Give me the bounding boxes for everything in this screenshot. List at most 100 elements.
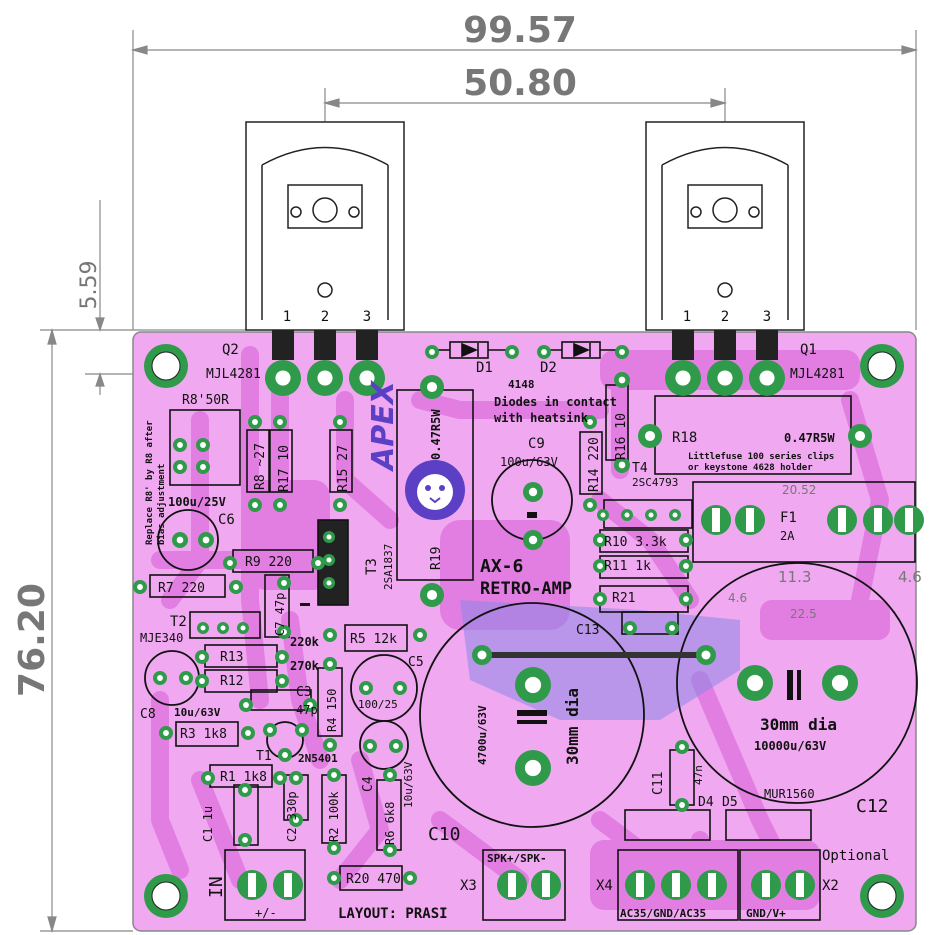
svg-text:3: 3 [763, 309, 771, 325]
r1-label: R1 1k8 [220, 770, 267, 785]
cap-dim-b: 4.6 [898, 568, 922, 586]
c4-value: 10u/63V [402, 761, 415, 808]
diodes-d1-d2 [435, 341, 620, 359]
r18-ref: R18 [672, 430, 697, 446]
c11-ref: C11 [651, 772, 666, 795]
r4-label: R4 150 [325, 689, 339, 732]
c3-ref: C3 [296, 685, 312, 700]
fuse-note-1: Littlefuse 100 series clips [688, 451, 834, 462]
pin-numbers: 1 2 3 1 2 3 [283, 309, 771, 325]
r3-label: R3 1k8 [180, 727, 227, 742]
diode-note-2: with heatsink [494, 411, 589, 425]
r13-ref: R13 [220, 650, 243, 665]
fuse-dim: 20.52 [782, 483, 816, 497]
r19-label: R19 [429, 547, 444, 570]
in-label: IN [206, 876, 227, 898]
board-subtitle: RETRO-AMP [480, 579, 572, 599]
r17-label: R17 10 [277, 445, 292, 492]
c9-value: 100u/63V [500, 455, 558, 469]
t2-part: MJE340 [140, 631, 183, 645]
q2-ref: Q2 [222, 342, 239, 358]
q2-package-outline [245, 121, 405, 331]
apex-lion-logo [405, 460, 465, 520]
x4-label: AC35/GND/AC35 [620, 907, 706, 920]
q1-ref: Q1 [800, 342, 817, 358]
c9-ref: C9 [528, 436, 545, 452]
c6-ref: C6 [218, 512, 235, 528]
d4-ref: D4 [698, 795, 714, 810]
c1-label: C1 1u [201, 806, 215, 842]
board-title: AX-6 [480, 556, 523, 577]
mounting-holes [144, 344, 904, 918]
q1-part: MJL4281 [790, 367, 845, 382]
r9-label: R9 220 [245, 555, 292, 570]
c12-ref: C12 [856, 796, 889, 817]
f1-value: 2A [780, 529, 795, 543]
d2-ref: D2 [540, 360, 557, 376]
fuse-note-2: or keystone 4628 holder [688, 463, 813, 473]
pads [133, 345, 924, 900]
r19-value: 0.47R5W [429, 409, 443, 460]
layout-credit: LAYOUT: PRASI [338, 906, 448, 922]
silk-labels: Q2 MJL4281 Q1 MJL4281 D1 D2 4148 Diodes … [140, 342, 922, 922]
q1-package-outline [645, 121, 805, 331]
c12-dia: 30mm dia [760, 715, 837, 734]
c10-ref: C10 [428, 824, 461, 845]
c5-value: 100/25 [358, 698, 398, 711]
t1-ref: T1 [256, 749, 272, 764]
dim-tab-offset: 5.59 [77, 261, 102, 310]
c4-ref: C4 [361, 776, 376, 792]
t4-part: 2SC4793 [632, 476, 678, 489]
r8-note-1: Replace R8' by R8 after [145, 420, 155, 545]
d1-ref: D1 [476, 360, 493, 376]
dim-overall-width: 99.57 [463, 10, 577, 51]
svg-text:1: 1 [283, 309, 291, 325]
cap-dim-a: 11.3 [778, 568, 811, 586]
c12-value: 10000u/63V [754, 739, 826, 753]
optional-label: Optional [822, 848, 889, 864]
t3-ref: T3 [364, 558, 380, 575]
r10-label: R10 3.3k [604, 535, 667, 550]
r13-value: 220k [290, 635, 320, 649]
r16-label: R16 10 [614, 413, 629, 460]
dim-overall-height: 76.20 [12, 583, 53, 697]
c13-ref: C13 [576, 623, 599, 638]
cap-polarity-marks [300, 512, 801, 724]
dim-transistor-spacing: 50.80 [463, 63, 577, 104]
t2-ref: T2 [170, 614, 187, 630]
cap-dim-d: 22.5 [790, 607, 817, 621]
c6-value: 100u/25V [168, 495, 226, 509]
t1-part: 2N5401 [298, 752, 338, 765]
r18-value: 0.47R5W [784, 431, 835, 445]
svg-text:2: 2 [321, 309, 329, 325]
r2-label: R2 100k [327, 791, 341, 842]
c8-value: 10u/63V [174, 706, 221, 719]
apex-brand: APEX [366, 379, 401, 472]
r5-label: R5 12k [350, 632, 397, 647]
r7-label: R7 220 [158, 581, 205, 596]
t3-part: 2SA1837 [382, 544, 395, 590]
c8-ref: C8 [140, 707, 156, 722]
r8-note-2: bias adjustment [156, 464, 167, 545]
r11-label: R11 1k [604, 559, 651, 574]
r15-label: R15 27 [336, 445, 351, 492]
in-pins: +/- [255, 906, 277, 920]
cap-dim-c: 4.6 [728, 591, 747, 605]
diode-note-1: Diodes in contact [494, 395, 617, 409]
c2-label: C2 330p [285, 791, 299, 842]
r12-ref: R12 [220, 674, 243, 689]
diode-part: 4148 [508, 378, 535, 391]
r8-label: R8 ~27 [253, 443, 268, 490]
q2-part: MJL4281 [206, 367, 261, 382]
c10-dia: 30mm dia [563, 688, 582, 765]
mur-part: MUR1560 [764, 787, 815, 801]
f1-ref: F1 [780, 510, 797, 526]
x3-label: SPK+/SPK- [487, 852, 547, 865]
x2-label: GND/V+ [746, 907, 786, 920]
t4-ref: T4 [632, 461, 648, 476]
c10-value: 4700u/63V [476, 705, 489, 765]
r14-label: R14 220 [587, 437, 602, 492]
r12-value: 270k [290, 659, 320, 673]
